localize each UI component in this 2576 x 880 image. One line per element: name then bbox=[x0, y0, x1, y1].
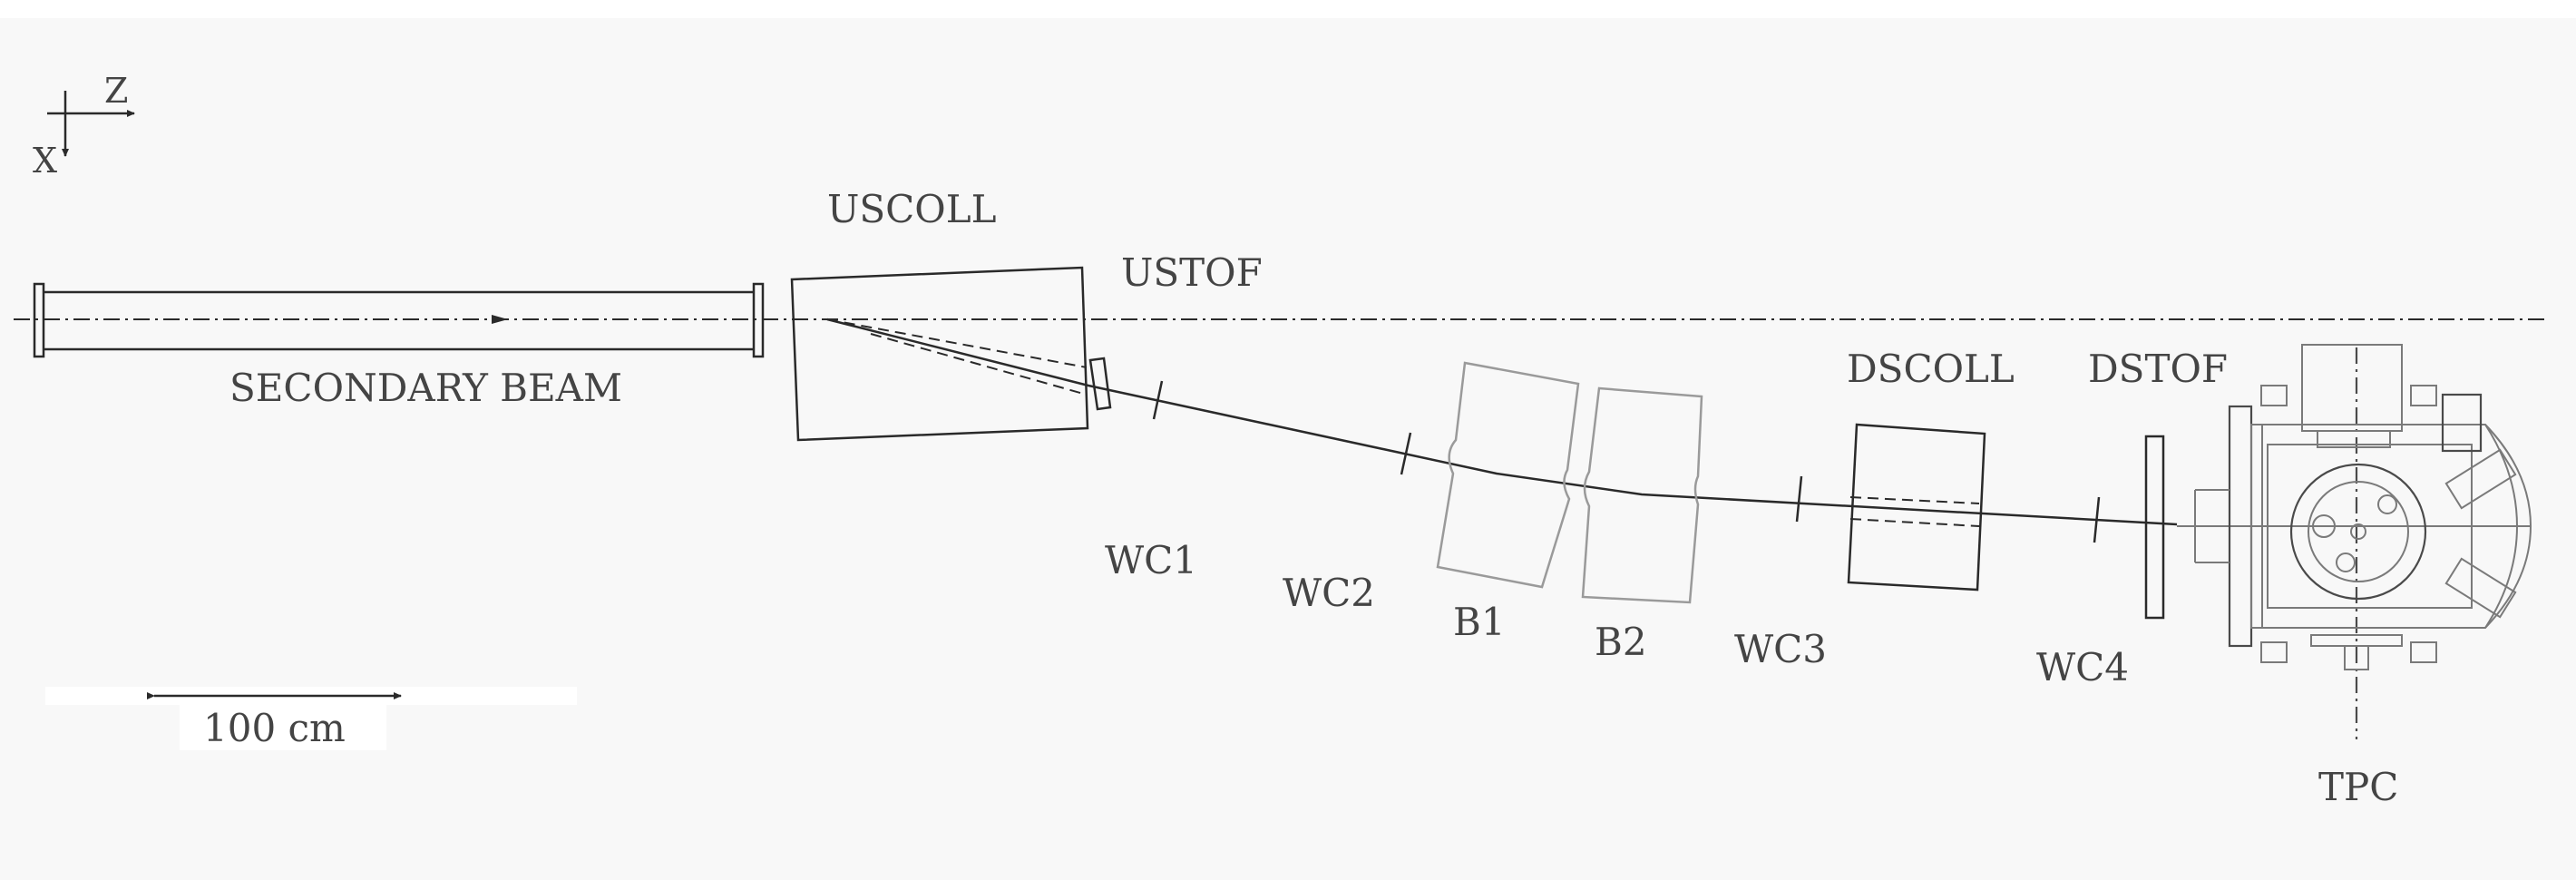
upstream-collimator bbox=[790, 266, 1089, 442]
downstream-collimator bbox=[1847, 423, 1986, 592]
upstream-tof bbox=[1088, 357, 1112, 411]
axis-indicator: Z X bbox=[33, 71, 135, 181]
secondary-beam-pipe bbox=[33, 282, 765, 358]
b1-label: B1 bbox=[1453, 600, 1506, 644]
dscoll-label: DSCOLL bbox=[1847, 347, 2015, 391]
wc2-marker bbox=[1400, 432, 1412, 475]
ustof-label: USTOF bbox=[1121, 250, 1263, 295]
downstream-tof bbox=[2144, 435, 2165, 620]
wc2-label: WC2 bbox=[1283, 571, 1375, 615]
dstof-label: DSTOF bbox=[2088, 347, 2228, 391]
z-axis-label: Z bbox=[104, 71, 128, 111]
beam-trajectory bbox=[826, 318, 2178, 526]
uscoll-label: USCOLL bbox=[827, 187, 997, 231]
magnet-b1 bbox=[1436, 361, 1580, 589]
wc4-marker bbox=[2093, 496, 2101, 543]
wc1-label: WC1 bbox=[1105, 538, 1197, 582]
x-axis-label: X bbox=[33, 141, 57, 181]
wc3-marker bbox=[1795, 475, 1803, 523]
wc3-label: WC3 bbox=[1734, 627, 1827, 671]
figure-background bbox=[0, 18, 2576, 880]
tpc-detector bbox=[2177, 344, 2532, 739]
magnet-b2 bbox=[1581, 386, 1703, 604]
secondary-beam-label: SECONDARY BEAM bbox=[229, 366, 622, 410]
tpc-label: TPC bbox=[2318, 765, 2398, 809]
wc4-label: WC4 bbox=[2036, 645, 2129, 689]
wc1-marker bbox=[1152, 380, 1164, 420]
scale-bar-label: 100 cm bbox=[203, 706, 346, 750]
b2-label: B2 bbox=[1595, 620, 1647, 664]
scale-bar: 100 cm bbox=[45, 687, 577, 750]
